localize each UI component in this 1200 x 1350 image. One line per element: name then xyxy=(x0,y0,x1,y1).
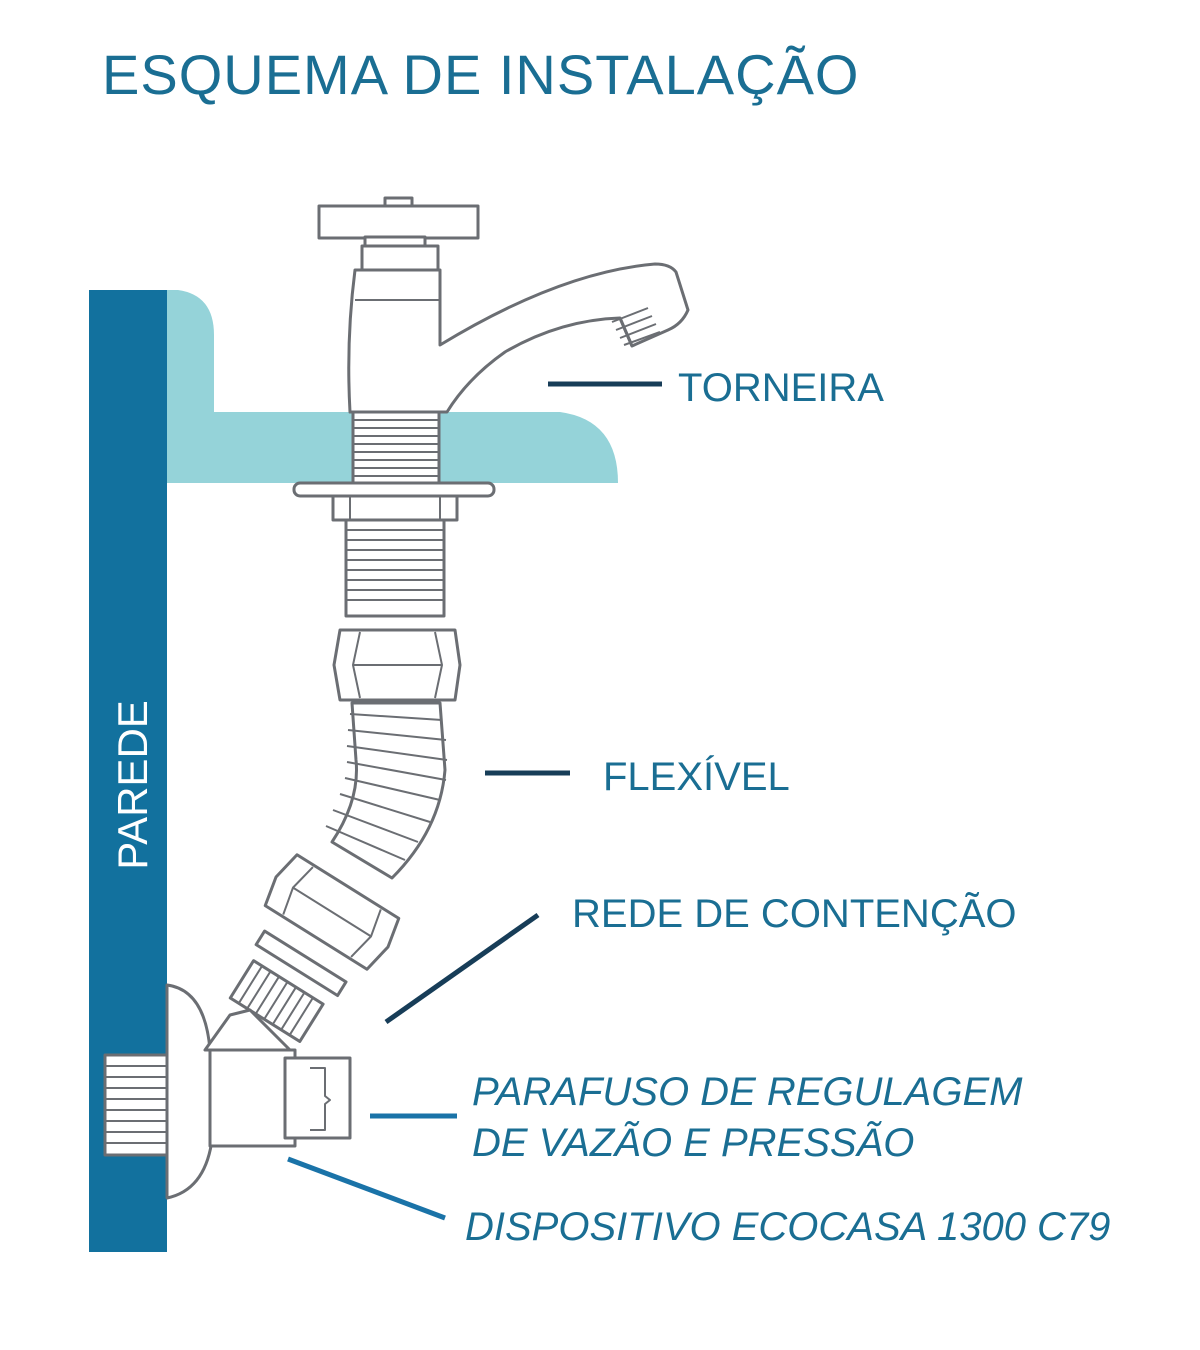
valve-connector xyxy=(228,959,325,1043)
label-flexivel: FLEXÍVEL xyxy=(603,755,790,799)
faucet-shank xyxy=(351,410,441,486)
hose-bottom-nut xyxy=(263,853,401,971)
faucet-icon xyxy=(347,262,690,414)
washer xyxy=(292,481,496,498)
valve-icon xyxy=(103,983,352,1200)
sink-countertop xyxy=(167,290,618,483)
label-rede: REDE DE CONTENÇÃO xyxy=(572,892,1017,936)
label-parafuso-line2: DE VAZÃO E PRESSÃO xyxy=(472,1121,915,1165)
containment-net xyxy=(254,929,348,998)
wall-label-text: PAREDE xyxy=(109,700,156,870)
label-torneira: TORNEIRA xyxy=(678,366,884,410)
lock-nut xyxy=(331,494,459,522)
flexible-hose-icon xyxy=(325,701,448,880)
lower-thread xyxy=(344,518,446,618)
page-title: ESQUEMA DE INSTALAÇÃO xyxy=(102,43,860,106)
label-parafuso-line1: PARAFUSO DE REGULAGEM xyxy=(472,1070,1023,1114)
hose-top-nut xyxy=(332,628,462,702)
leader-dispositivo xyxy=(287,1156,446,1221)
leader-rede xyxy=(384,912,540,1025)
faucet-handle-icon xyxy=(317,196,480,272)
label-dispositivo: DISPOSITIVO ECOCASA 1300 C79 xyxy=(465,1205,1111,1249)
